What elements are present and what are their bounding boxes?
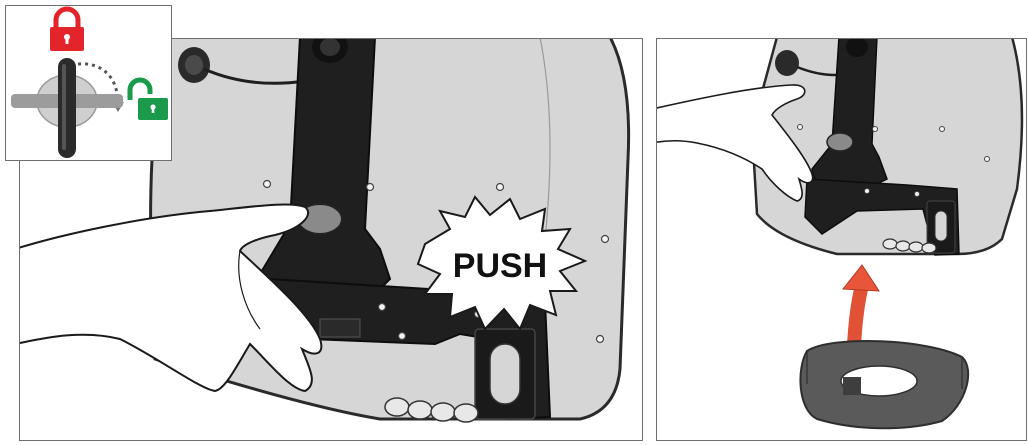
release-button: [827, 133, 853, 151]
wall-mount-base: [800, 341, 968, 428]
push-label: PUSH: [453, 247, 547, 285]
lock-detail-inset: [5, 5, 172, 161]
hand: [20, 204, 321, 391]
lift-step-panel: [656, 38, 1027, 441]
padlock-closed-icon: [50, 9, 84, 51]
padlock-open-icon: [130, 80, 168, 120]
hand: [657, 85, 813, 201]
